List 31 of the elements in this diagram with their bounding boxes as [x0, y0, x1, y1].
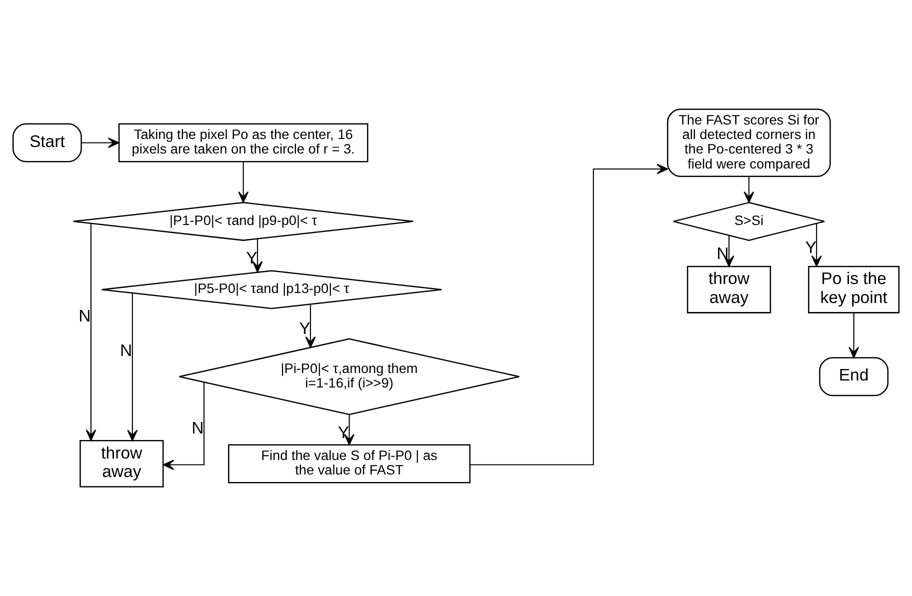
node-box: Po is the key point [808, 266, 900, 314]
arrow [238, 162, 249, 203]
edge-label: N [78, 306, 91, 326]
arrow [252, 239, 263, 272]
edge-label: N [192, 418, 204, 438]
node-diamond: |Pi-P0|< τ,among them i=1-16,if (i>>9) [178, 338, 520, 416]
node-box: Start [12, 123, 82, 162]
node-box: End [819, 357, 889, 396]
arrow [127, 293, 138, 442]
arrow [86, 224, 96, 441]
arrow [81, 138, 120, 148]
arrow [162, 382, 205, 470]
arrow [470, 164, 668, 466]
arrow [811, 223, 822, 267]
edge-label: Y [338, 422, 350, 442]
node-box: throw away [686, 266, 772, 314]
node-diamond: |P5-P0|< τand |p13-p0|< τ [101, 270, 442, 310]
edge-label: Y [299, 319, 310, 338]
node-box: The FAST scores Si for all detected corners in the Po-centered 3 * 3 field were compared [667, 108, 831, 177]
node-diamond: S>Si [672, 202, 826, 241]
node-box: Taking the pixel Po as the center, 16 pixels are taken on the circle of r = 3. [118, 123, 368, 162]
arrow [848, 312, 860, 358]
edge-label: N [120, 341, 132, 360]
node-box: Find the value S of Pi-P0 | as the value of FAST [228, 444, 471, 484]
node-diamond: |P1-P0|< τand |p9-p0|< τ [72, 202, 414, 241]
arrow [744, 176, 754, 203]
node-box: throw away [80, 440, 164, 488]
edge-label: Y [805, 238, 816, 258]
edge-label: Y [246, 248, 258, 268]
arrow [305, 304, 316, 348]
arrow [344, 414, 355, 446]
